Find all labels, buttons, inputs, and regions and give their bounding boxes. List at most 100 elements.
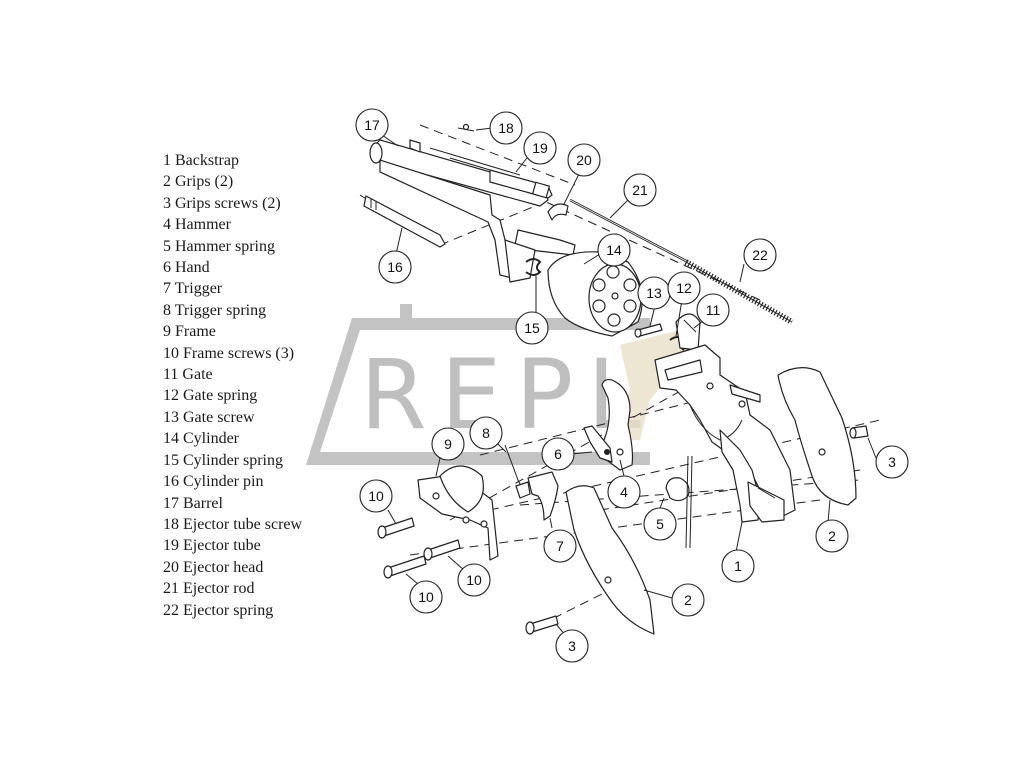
callout-label: 21 xyxy=(632,182,648,198)
callout-label: 13 xyxy=(646,285,662,301)
legend-item: 16 Cylinder pin xyxy=(163,473,264,491)
callout-label: 12 xyxy=(676,280,692,296)
frame-plate-part xyxy=(417,465,499,561)
legend-item: 19 Ejector tube xyxy=(163,537,261,555)
callout-16: 16 xyxy=(378,250,412,284)
callout-5: 5 xyxy=(643,507,677,541)
callout-label: 22 xyxy=(752,247,768,263)
callout-12: 12 xyxy=(667,271,701,305)
ejector-screw-part xyxy=(457,123,475,132)
callout-label: 9 xyxy=(444,436,452,452)
callout-label: 10 xyxy=(466,572,482,588)
legend-item: 15 Cylinder spring xyxy=(163,451,283,469)
callout-14: 14 xyxy=(597,233,631,267)
ejector-spring-part xyxy=(684,259,794,325)
grip-right-part xyxy=(777,367,857,506)
callout-label: 17 xyxy=(364,117,380,133)
callout-label: 7 xyxy=(556,538,564,554)
callout-18: 18 xyxy=(489,111,523,145)
callout-8: 8 xyxy=(469,416,503,450)
callout-2-left: 2 xyxy=(671,583,705,617)
trigger-spring-part xyxy=(504,444,531,499)
gate-part xyxy=(675,313,701,351)
callout-label: 18 xyxy=(498,120,514,136)
legend-item: 21 Ejector rod xyxy=(163,580,255,598)
callout-label: 2 xyxy=(684,592,692,608)
callout-label: 19 xyxy=(532,140,548,156)
legend-item: 3 Grips screws (2) xyxy=(163,194,281,212)
frame-part xyxy=(654,344,796,521)
gate-screw-part xyxy=(634,323,663,338)
callout-21: 21 xyxy=(623,173,657,207)
callout-label: 6 xyxy=(554,446,562,462)
ejector-tube-part xyxy=(489,169,553,199)
callout-label: 4 xyxy=(620,484,628,500)
callout-label: 14 xyxy=(606,242,622,258)
callout-label: 20 xyxy=(576,152,592,168)
cylinder-pin-part xyxy=(363,195,446,248)
callout-11: 11 xyxy=(696,293,730,327)
legend-item: 17 Barrel xyxy=(163,494,223,512)
callout-label: 5 xyxy=(656,516,664,532)
callout-15: 15 xyxy=(515,311,549,345)
callout-10-top: 10 xyxy=(359,479,393,513)
callout-label: 3 xyxy=(888,454,896,470)
legend-item: 5 Hammer spring xyxy=(163,237,275,255)
callout-label: 8 xyxy=(482,425,490,441)
legend-item: 10 Frame screws (3) xyxy=(163,344,295,362)
legend-item: 8 Trigger spring xyxy=(163,301,267,319)
parts-legend: 1 Backstrap 2 Grips (2) 3 Grips screws (… xyxy=(163,150,302,621)
callout-label: 11 xyxy=(706,302,721,318)
grip-left-part xyxy=(565,485,655,635)
cylinder-part xyxy=(547,251,643,337)
legend-item: 1 Backstrap xyxy=(163,152,239,169)
callout-6: 6 xyxy=(541,437,575,471)
callout-label: 16 xyxy=(387,259,403,275)
grip-screw-right-part xyxy=(849,425,869,439)
callout-label: 10 xyxy=(368,488,384,504)
legend-item: 18 Ejector tube screw xyxy=(163,515,303,533)
callout-2-right: 2 xyxy=(815,519,849,553)
callout-3-left: 3 xyxy=(555,629,589,663)
legend-item: 9 Frame xyxy=(163,323,216,341)
callout-1: 1 xyxy=(721,549,755,583)
backstrap-part xyxy=(719,429,785,523)
legend-item: 12 Gate spring xyxy=(163,387,258,405)
callout-20: 20 xyxy=(567,143,601,177)
hammer-spring-part xyxy=(665,455,693,549)
callout-4: 4 xyxy=(607,475,641,509)
callout-label: 3 xyxy=(568,638,576,654)
ejector-rod-part xyxy=(569,198,689,264)
callout-label: 2 xyxy=(828,528,836,544)
legend-item: 2 Grips (2) xyxy=(163,173,234,191)
callout-13: 13 xyxy=(637,276,671,310)
trigger-part xyxy=(527,471,559,521)
grip-screw-left-part xyxy=(525,615,559,635)
cylinder-spring-part xyxy=(525,258,542,276)
callout-10-right: 10 xyxy=(457,563,491,597)
hand-part xyxy=(583,425,613,463)
legend-item: 13 Gate screw xyxy=(163,408,255,426)
legend-item: 22 Ejector spring xyxy=(163,601,274,619)
legend-item: 6 Hand xyxy=(163,259,210,277)
ejector-head-part xyxy=(547,203,569,221)
callout-9: 9 xyxy=(431,427,465,461)
callout-3-right: 3 xyxy=(875,445,909,479)
callout-17: 17 xyxy=(355,108,389,142)
legend-item: 11 Gate xyxy=(163,366,213,384)
callout-label: 10 xyxy=(418,589,434,605)
callout-19: 19 xyxy=(523,131,557,165)
legend-item: 7 Trigger xyxy=(163,280,223,298)
legend-item: 14 Cylinder xyxy=(163,430,239,448)
callout-label: 1 xyxy=(734,558,742,574)
callout-22: 22 xyxy=(743,238,777,272)
legend-item: 20 Ejector head xyxy=(163,558,264,576)
callout-10-bottom: 10 xyxy=(409,580,443,614)
legend-item: 4 Hammer xyxy=(163,216,231,234)
callout-label: 15 xyxy=(524,320,540,336)
frame-screws-part xyxy=(377,517,461,579)
leader-lines xyxy=(381,127,877,637)
barrel-part xyxy=(369,139,576,283)
callout-7: 7 xyxy=(543,529,577,563)
